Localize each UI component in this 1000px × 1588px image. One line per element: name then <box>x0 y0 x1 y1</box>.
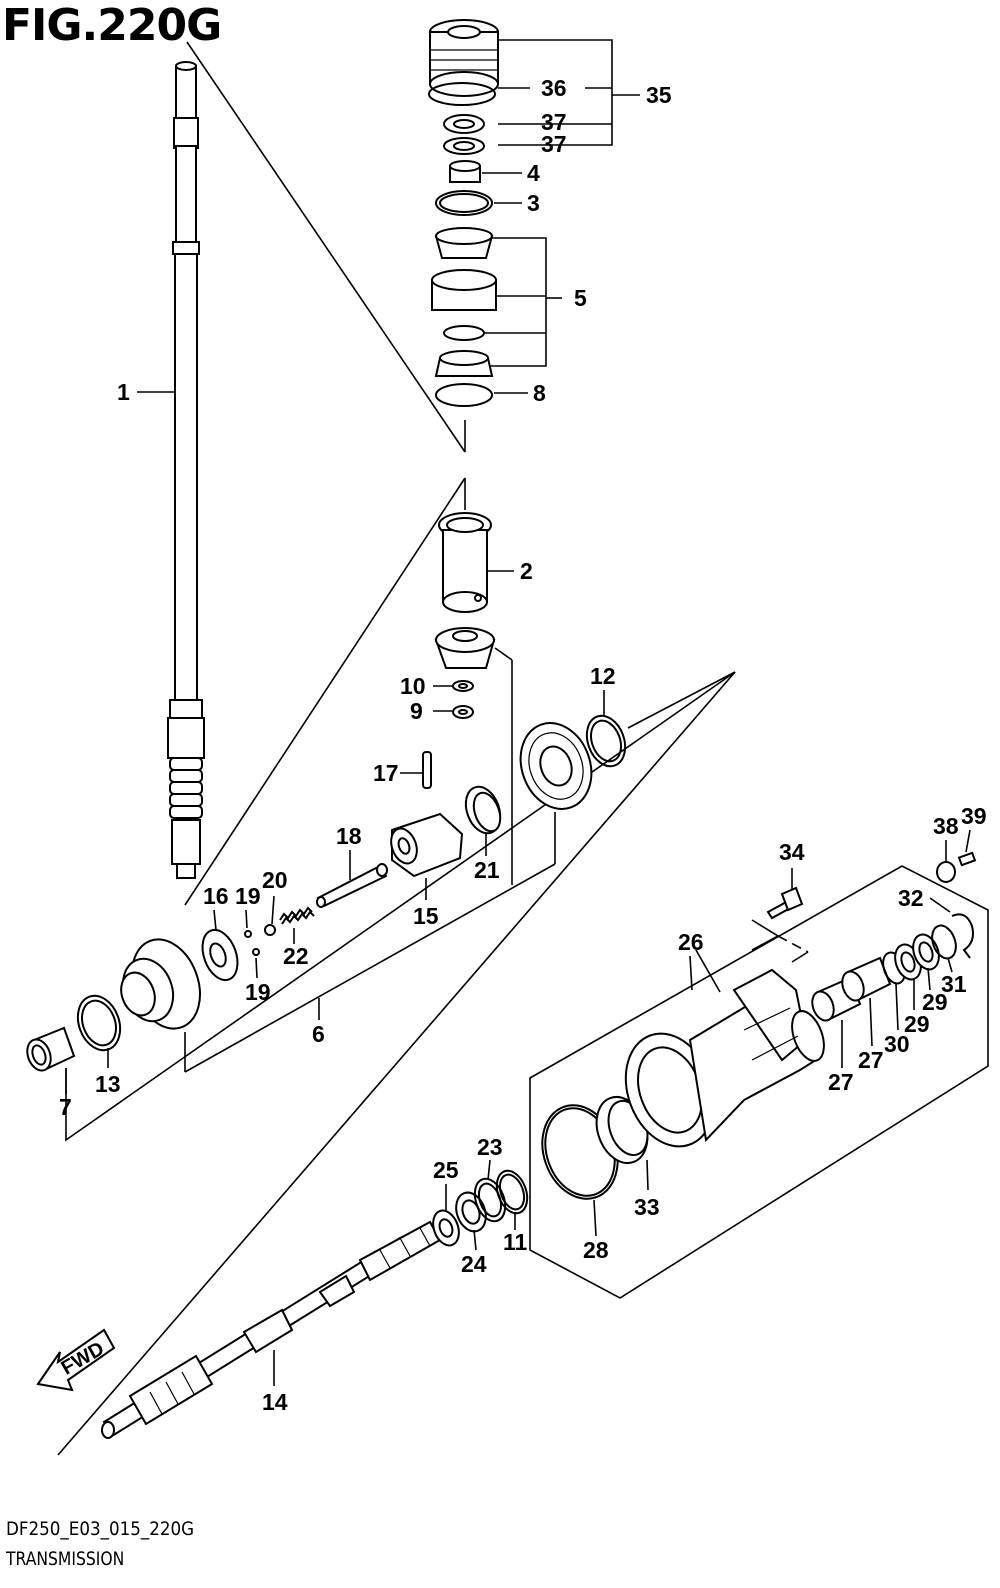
shim-part-11 <box>495 1169 529 1215</box>
ball-part-19-upper <box>244 930 252 938</box>
callout-14: 14 <box>262 1389 288 1415</box>
needle-bearing-part-27-rear <box>841 956 892 1002</box>
thrust-washer-part-16 <box>201 928 239 982</box>
callout-17: 17 <box>373 760 399 786</box>
callout-9: 9 <box>410 698 423 724</box>
callout-26: 26 <box>678 929 704 955</box>
callout-8: 8 <box>533 380 546 406</box>
callout-27-front: 27 <box>828 1069 854 1095</box>
callout-10: 10 <box>400 673 426 699</box>
callout-24: 24 <box>461 1251 487 1277</box>
figure-title: FIG.220G <box>2 0 222 51</box>
callout-32: 32 <box>898 885 924 911</box>
snap-ring-part-32 <box>951 913 974 959</box>
callout-15: 15 <box>413 903 439 929</box>
callout-25: 25 <box>433 1157 459 1183</box>
callout-23: 23 <box>477 1134 503 1160</box>
callout-5: 5 <box>574 285 587 311</box>
callout-2: 2 <box>520 558 533 584</box>
forward-direction-arrow: FWD <box>36 1328 116 1392</box>
clutch-ring-part-21 <box>464 785 502 835</box>
clutch-dog-part-15 <box>390 812 464 878</box>
leader-lines <box>65 172 971 1386</box>
spring-part-22 <box>279 906 315 925</box>
callout-33: 33 <box>634 1194 660 1220</box>
callout-21: 21 <box>474 857 500 883</box>
callout-19-upper: 19 <box>235 883 261 909</box>
ball-part-20 <box>264 924 276 936</box>
washer-part-10 <box>452 680 474 692</box>
bearing-part-37-upper <box>443 114 485 134</box>
callout-6: 6 <box>312 1021 325 1047</box>
callout-31: 31 <box>941 971 967 997</box>
propeller-shaft-bearing-housing-part-26 <box>624 968 825 1148</box>
shim-part-12 <box>585 714 627 768</box>
washer-part-25 <box>432 1209 460 1247</box>
bearing-part-24 <box>455 1191 487 1233</box>
drive-shaft-part-1 <box>167 61 205 879</box>
nut-part-4 <box>449 160 481 183</box>
pin-part-17 <box>422 751 432 789</box>
callout-36: 36 <box>541 75 567 101</box>
callout-35: 35 <box>646 82 672 108</box>
callout-3: 3 <box>527 190 540 216</box>
callout-39: 39 <box>961 803 987 829</box>
callout-28: 28 <box>583 1237 609 1263</box>
callout-29-upper: 29 <box>922 989 948 1015</box>
callout-19-lower: 19 <box>245 979 271 1005</box>
shift-pin-part-18 <box>316 863 388 908</box>
ball-part-19-lower <box>252 948 260 956</box>
callout-29-lower: 29 <box>904 1011 930 1037</box>
callout-1: 1 <box>117 379 130 405</box>
assembly-outline-lines <box>57 41 989 1456</box>
bracket-5 <box>484 237 562 367</box>
cap-part-38 <box>936 861 956 883</box>
callout-37-upper: 37 <box>541 109 567 135</box>
callout-7: 7 <box>59 1094 72 1120</box>
callout-30: 30 <box>884 1031 910 1057</box>
retaining-ring-part-31 <box>931 924 957 960</box>
bearing-part-37-lower <box>443 137 485 155</box>
callout-37-lower: 37 <box>541 131 567 157</box>
propeller-shaft-part-14 <box>101 1220 442 1439</box>
drawing-code: DF250_E03_015_220G <box>6 1518 195 1540</box>
callout-13: 13 <box>95 1071 121 1097</box>
dashed-bolt-leader <box>751 919 809 963</box>
callout-18: 18 <box>336 823 362 849</box>
needle-bearing-part-7 <box>26 1026 76 1072</box>
pinion-gear <box>434 627 496 669</box>
taper-bearing-part-5 <box>431 227 497 377</box>
callout-22: 22 <box>283 943 309 969</box>
callout-38: 38 <box>933 813 959 839</box>
callout-16: 16 <box>203 883 229 909</box>
section-name: TRANSMISSION <box>6 1548 125 1570</box>
reverse-bevel-gear <box>120 938 201 1030</box>
needle-bearing-part-27-front <box>811 976 862 1022</box>
sleeve-part-2 <box>438 512 492 613</box>
callout-27-rear: 27 <box>858 1047 884 1073</box>
callout-34: 34 <box>779 839 805 865</box>
nut-part-9 <box>452 705 474 719</box>
shim-part-3 <box>435 190 493 216</box>
shaft-spline-rings <box>169 757 203 819</box>
callout-12: 12 <box>590 663 616 689</box>
callout-11: 11 <box>503 1229 528 1255</box>
callout-labels: 1 2 3 4 5 6 7 8 9 10 11 12 13 14 15 16 1… <box>59 75 987 1415</box>
snap-ring-part-8 <box>435 383 493 407</box>
bolt-part-34 <box>766 886 804 920</box>
callout-20: 20 <box>262 867 288 893</box>
forward-bevel-gear <box>519 722 593 810</box>
bracket-35 <box>498 39 640 146</box>
shim-part-13 <box>76 994 122 1052</box>
pinion-bearing-housing-part-36 <box>428 19 499 106</box>
screw-part-39 <box>957 851 977 867</box>
callout-4: 4 <box>527 160 540 186</box>
